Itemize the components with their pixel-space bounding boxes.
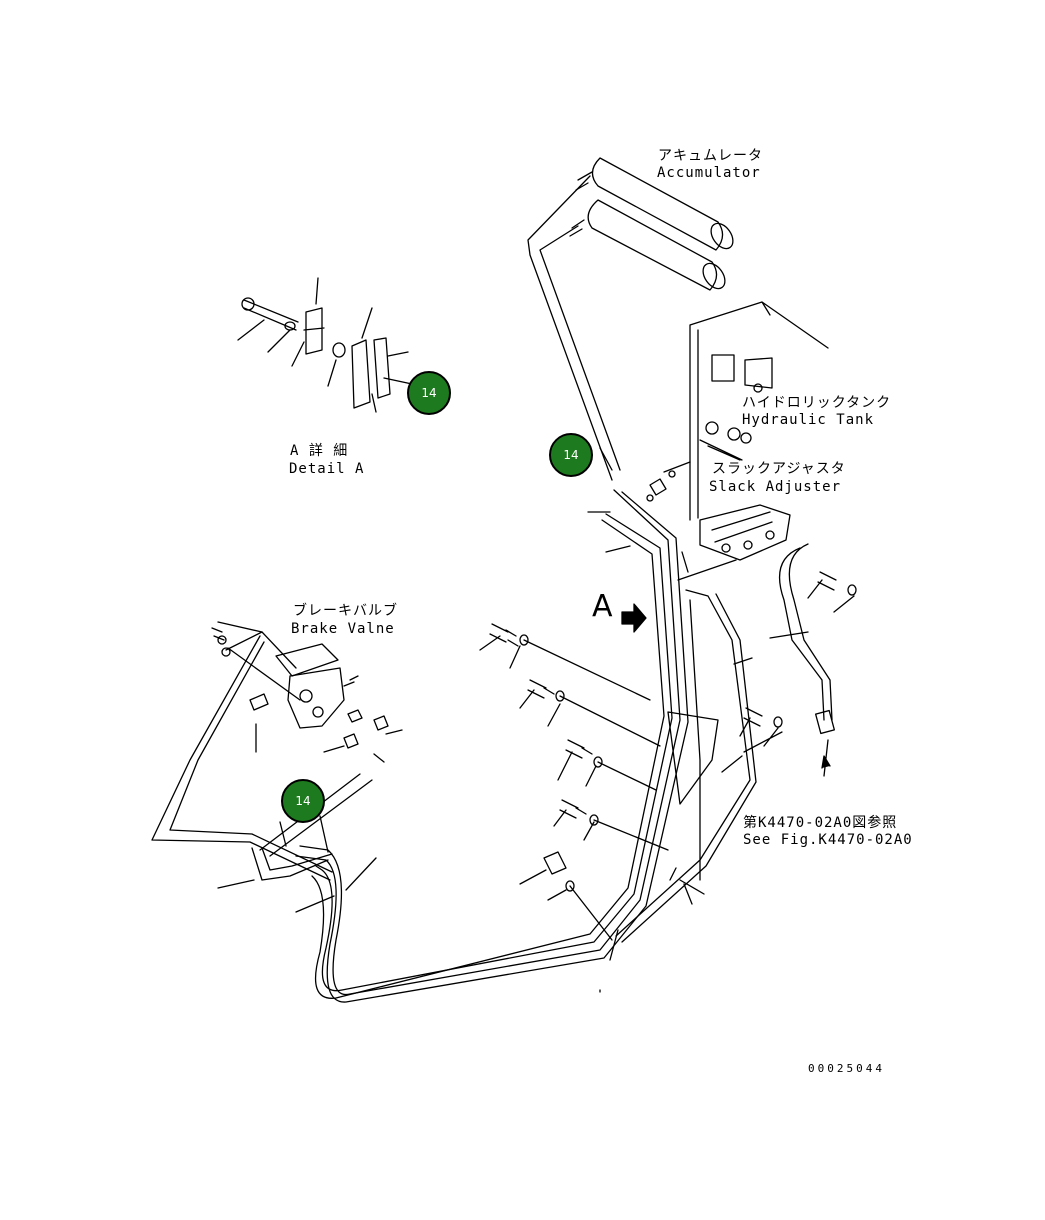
hydraulic-tank-label-jp: ハイドロリックタンク: [742, 395, 892, 411]
hydraulic-tank-drawing: [689, 301, 829, 521]
brake-valve-label-en: Brake Valne: [291, 621, 395, 637]
view-a-arrow: [621, 603, 647, 633]
slack-adjuster-label-en: Slack Adjuster: [709, 479, 842, 495]
accumulator-drawing: [527, 157, 734, 481]
hose-lines: [151, 489, 835, 1003]
brake-valve-drawing: [211, 621, 389, 749]
detail-a-label-en: Detail A: [289, 461, 365, 477]
detail-a-drawing: [237, 277, 413, 413]
part-callout-14[interactable]: 14: [549, 433, 593, 477]
accumulator-label-jp: アキュムレータ: [658, 148, 763, 164]
part-callout-14[interactable]: 14: [407, 371, 451, 415]
part-callout-14[interactable]: 14: [281, 779, 325, 823]
clamp-hardware: [479, 571, 857, 941]
view-a-label: A: [592, 589, 613, 624]
accumulator-label-en: Accumulator: [657, 165, 761, 181]
drawing-number: 00025044: [808, 1062, 885, 1075]
detail-a-label-jp: A 詳 細: [290, 443, 349, 459]
hydraulic-tank-label-en: Hydraulic Tank: [742, 412, 875, 428]
reference-label-jp: 第K4470-02A0図参照: [743, 815, 898, 831]
leader-lines: [217, 447, 831, 993]
slack-adjuster-label-jp: スラックアジャスタ: [712, 461, 846, 477]
brake-valve-label-jp: ブレーキバルブ: [293, 603, 398, 619]
slack-adjuster-drawing: [646, 470, 791, 561]
reference-label-en: See Fig.K4470-02A0: [743, 832, 913, 848]
